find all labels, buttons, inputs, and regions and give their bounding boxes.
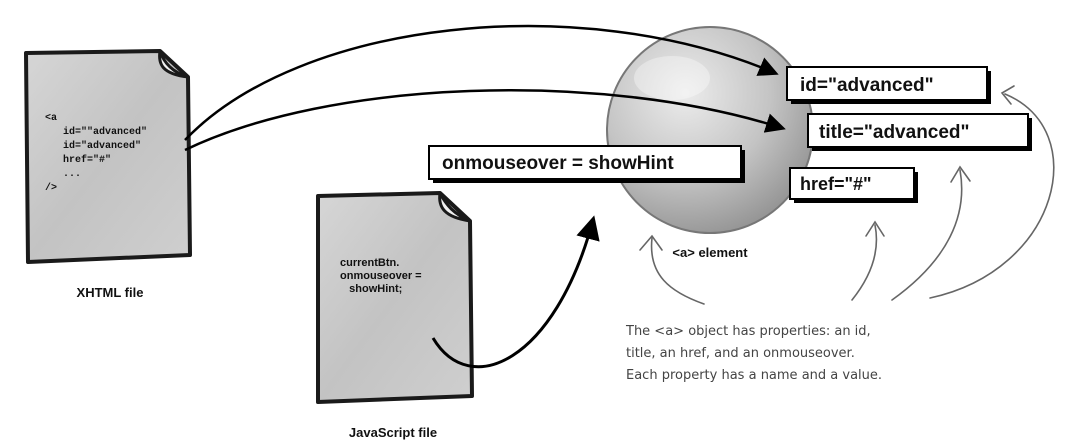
js-code-line-2: onmouseover =: [340, 270, 422, 282]
pointer-to-href: [851, 224, 878, 301]
pointer-head-title: [950, 165, 971, 183]
xhtml-file-document: <a id=""advanced" id="advanced" href="#"…: [24, 49, 192, 264]
pointer-to-id: [929, 93, 1055, 299]
note-pointer-arrows: [639, 85, 1055, 305]
a-element-sphere: [606, 26, 814, 234]
property-onmouseover-label: onmouseover = showHint: [428, 145, 745, 183]
xhtml-code-line-1: <a: [45, 113, 57, 124]
js-code-line-1: currentBtn.: [340, 257, 399, 269]
svg-text:href="#": href="#": [800, 174, 872, 194]
xhtml-code-line-6: />: [45, 182, 57, 194]
xhtml-page-fold-icon: [158, 49, 190, 79]
pointer-head-href: [865, 220, 885, 237]
xhtml-document-shape: [24, 49, 192, 264]
javascript-file-caption: JavaScript file: [349, 425, 437, 440]
svg-text:onmouseover = showHint: onmouseover = showHint: [442, 153, 674, 174]
javascript-file-document: currentBtn. onmouseover = showHint;: [316, 191, 474, 404]
svg-text:id="advanced": id="advanced": [800, 75, 934, 96]
property-title-label: title="advanced": [807, 113, 1032, 151]
xhtml-code-line-5: ...: [45, 169, 81, 180]
xhtml-code-line-4: href="#": [45, 154, 111, 166]
note-line-3: Each property has a name and a value.: [626, 368, 882, 383]
pointer-head-id: [1000, 85, 1015, 105]
pointer-to-title: [891, 169, 963, 301]
js-document-shape: [316, 191, 474, 404]
property-href-label: href="#": [789, 167, 918, 203]
pointer-head-onmouseover: [639, 234, 663, 251]
note-line-2: title, an href, and an onmouseover.: [626, 346, 855, 361]
sphere-highlight: [634, 56, 710, 100]
note-line-1: The <a> object has properties: an id,: [625, 324, 871, 339]
js-code-line-3: showHint;: [340, 283, 402, 295]
svg-text:title="advanced": title="advanced": [819, 122, 970, 143]
js-page-fold-icon: [438, 191, 472, 223]
handwritten-note: The <a> object has properties: an id, ti…: [625, 324, 882, 383]
xhtml-code-line-2: id=""advanced": [45, 126, 147, 138]
xhtml-file-caption: XHTML file: [77, 285, 144, 300]
arrow-js-to-onmouseover: [431, 215, 600, 369]
xhtml-code-line-3: id="advanced": [45, 140, 141, 152]
property-id-label: id="advanced": [786, 66, 991, 104]
pointer-to-onmouseover: [650, 237, 705, 305]
a-element-caption: <a> element: [672, 245, 748, 260]
arrow-xhtml-to-title: [184, 89, 786, 152]
arrow-xhtml-to-id: [184, 24, 779, 141]
